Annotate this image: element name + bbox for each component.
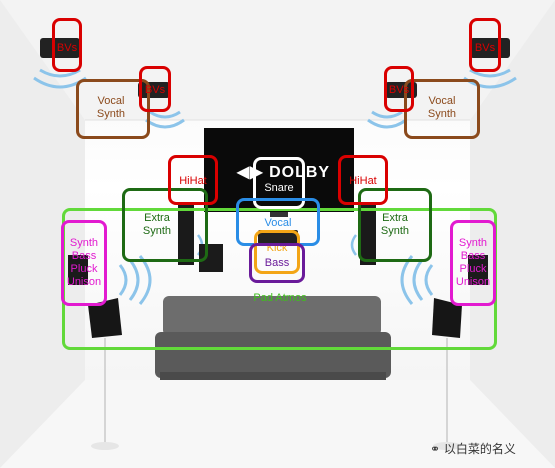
extra-synth-left-zone bbox=[122, 188, 208, 262]
center-speaker bbox=[258, 230, 298, 244]
synth-right-label: Synth Bass Pluck Unison bbox=[455, 237, 491, 288]
synth-right-zone bbox=[450, 220, 496, 306]
hihat-left-zone bbox=[168, 155, 218, 205]
rear-left-stand-speaker bbox=[88, 298, 122, 450]
watermark: ⚭ 以白菜的名义 bbox=[430, 440, 516, 457]
bvs-right-zone bbox=[469, 18, 501, 72]
watermark-icon: ⚭ bbox=[430, 442, 441, 456]
kick-zone bbox=[254, 230, 300, 274]
dolby-logo-text: DOLBY bbox=[269, 164, 331, 181]
watermark-text: 以白菜的名义 bbox=[443, 442, 516, 456]
bvs-small-left-zone bbox=[139, 66, 171, 112]
bvs-small-right-zone bbox=[384, 66, 414, 112]
snare-label: Snare bbox=[264, 182, 294, 194]
pad-atmos-label: Pad Atmos bbox=[253, 292, 307, 304]
hihat-right-label: HiHat bbox=[349, 175, 377, 187]
vocal-label: Vocal bbox=[264, 217, 292, 229]
rear-right-stand-speaker bbox=[432, 298, 462, 450]
extra-synth-left-label: Extra Synth bbox=[142, 212, 172, 237]
synth-left-label: Synth Bass Pluck Unison bbox=[66, 237, 102, 288]
dolby-logo-mark: ◀▶ bbox=[237, 164, 264, 181]
vocal-synth-left-label: Vocal Synth bbox=[96, 95, 126, 120]
bvs-small-left-label: BVs bbox=[144, 84, 166, 96]
synth-left-zone bbox=[61, 220, 107, 306]
front-right-speaker bbox=[350, 205, 376, 265]
bvs-left-zone bbox=[52, 18, 82, 72]
side-right-speaker bbox=[400, 255, 488, 305]
bass-zone bbox=[249, 243, 305, 283]
bass-label: Bass bbox=[264, 257, 290, 269]
bvs-right-label: BVs bbox=[474, 42, 496, 54]
sofa bbox=[155, 296, 391, 380]
bvs-left-label: BVs bbox=[56, 42, 78, 54]
hihat-left-label: HiHat bbox=[179, 175, 207, 187]
extra-synth-right-label: Extra Synth bbox=[380, 212, 410, 237]
hihat-right-zone bbox=[338, 155, 388, 205]
dolby-logo: ◀▶ DOLBY bbox=[237, 162, 330, 182]
vocal-synth-right-label: Vocal Synth bbox=[427, 95, 457, 120]
bvs-small-right-label: BVs bbox=[388, 84, 410, 96]
snare-zone bbox=[253, 157, 305, 209]
extra-synth-right-zone bbox=[358, 188, 432, 262]
